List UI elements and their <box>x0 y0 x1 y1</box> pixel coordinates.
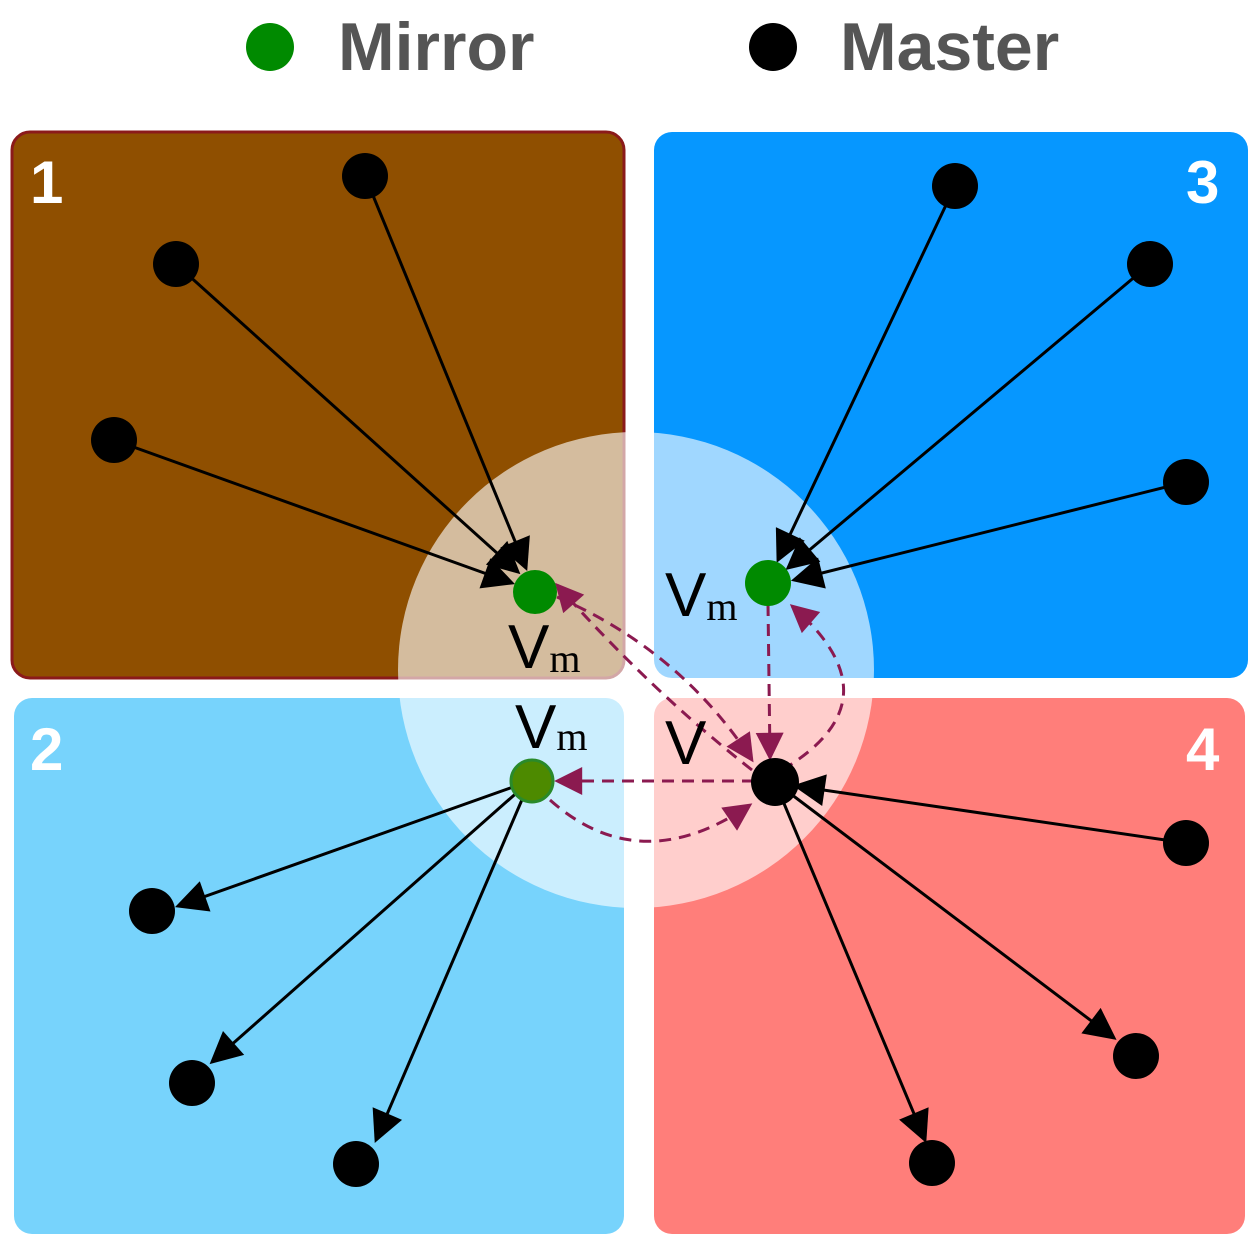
mirror-2-label: Vm <box>515 693 587 762</box>
edge <box>785 262 1151 571</box>
overlap-circle <box>398 432 874 908</box>
edge <box>174 779 531 912</box>
edge <box>775 185 957 563</box>
mirror-legend-label: Mirror <box>338 9 534 85</box>
sync-arrow <box>549 798 753 843</box>
edge <box>113 438 516 589</box>
sync-arrow <box>555 582 753 772</box>
vertex <box>1113 1033 1159 1079</box>
edge <box>209 779 531 1065</box>
partition-2-number: 2 <box>30 716 63 783</box>
vertex <box>91 417 137 463</box>
partition-4-edges <box>773 774 1187 1143</box>
mirror-3-label: Vm <box>665 561 737 630</box>
mirror-1-label: Vm <box>508 613 580 682</box>
peripheral-vertices <box>91 153 1209 1187</box>
legend: Mirror Master <box>246 9 1059 85</box>
partition-1-edges <box>113 175 530 589</box>
vertex <box>169 1060 215 1106</box>
master-legend-dot <box>749 23 797 71</box>
mirror-vertex-2 <box>509 758 555 804</box>
edge <box>774 780 1117 1040</box>
partition-3-number: 3 <box>1186 149 1219 216</box>
vertex <box>333 1141 379 1187</box>
vertex <box>932 163 978 209</box>
edge <box>773 781 929 1143</box>
partition-4-number: 4 <box>1186 716 1220 783</box>
edge <box>372 780 532 1143</box>
partition-2-edges <box>174 779 532 1143</box>
vertex <box>129 888 175 934</box>
sync-arrows <box>549 582 845 843</box>
partition-3-edges <box>775 185 1187 589</box>
sync-arrow <box>556 595 754 763</box>
vertex <box>1163 459 1209 505</box>
mirror-vertex-3 <box>745 560 791 606</box>
sync-arrow <box>781 604 845 772</box>
edge <box>792 774 1187 845</box>
mirror-vertex-1 <box>513 570 557 614</box>
vertex <box>342 153 388 199</box>
edge <box>363 175 530 571</box>
edge <box>174 262 521 575</box>
master-4-label: V <box>665 709 707 778</box>
vertex <box>909 1140 955 1186</box>
master-vertex-4 <box>751 758 799 806</box>
sync-arrow <box>755 603 784 761</box>
master-legend-label: Master <box>840 9 1059 85</box>
partition-1-number: 1 <box>30 149 63 216</box>
vertex <box>153 241 199 287</box>
vertex <box>1163 820 1209 866</box>
mirror-legend-dot <box>246 23 294 71</box>
edge <box>790 480 1187 589</box>
vertex <box>1127 241 1173 287</box>
